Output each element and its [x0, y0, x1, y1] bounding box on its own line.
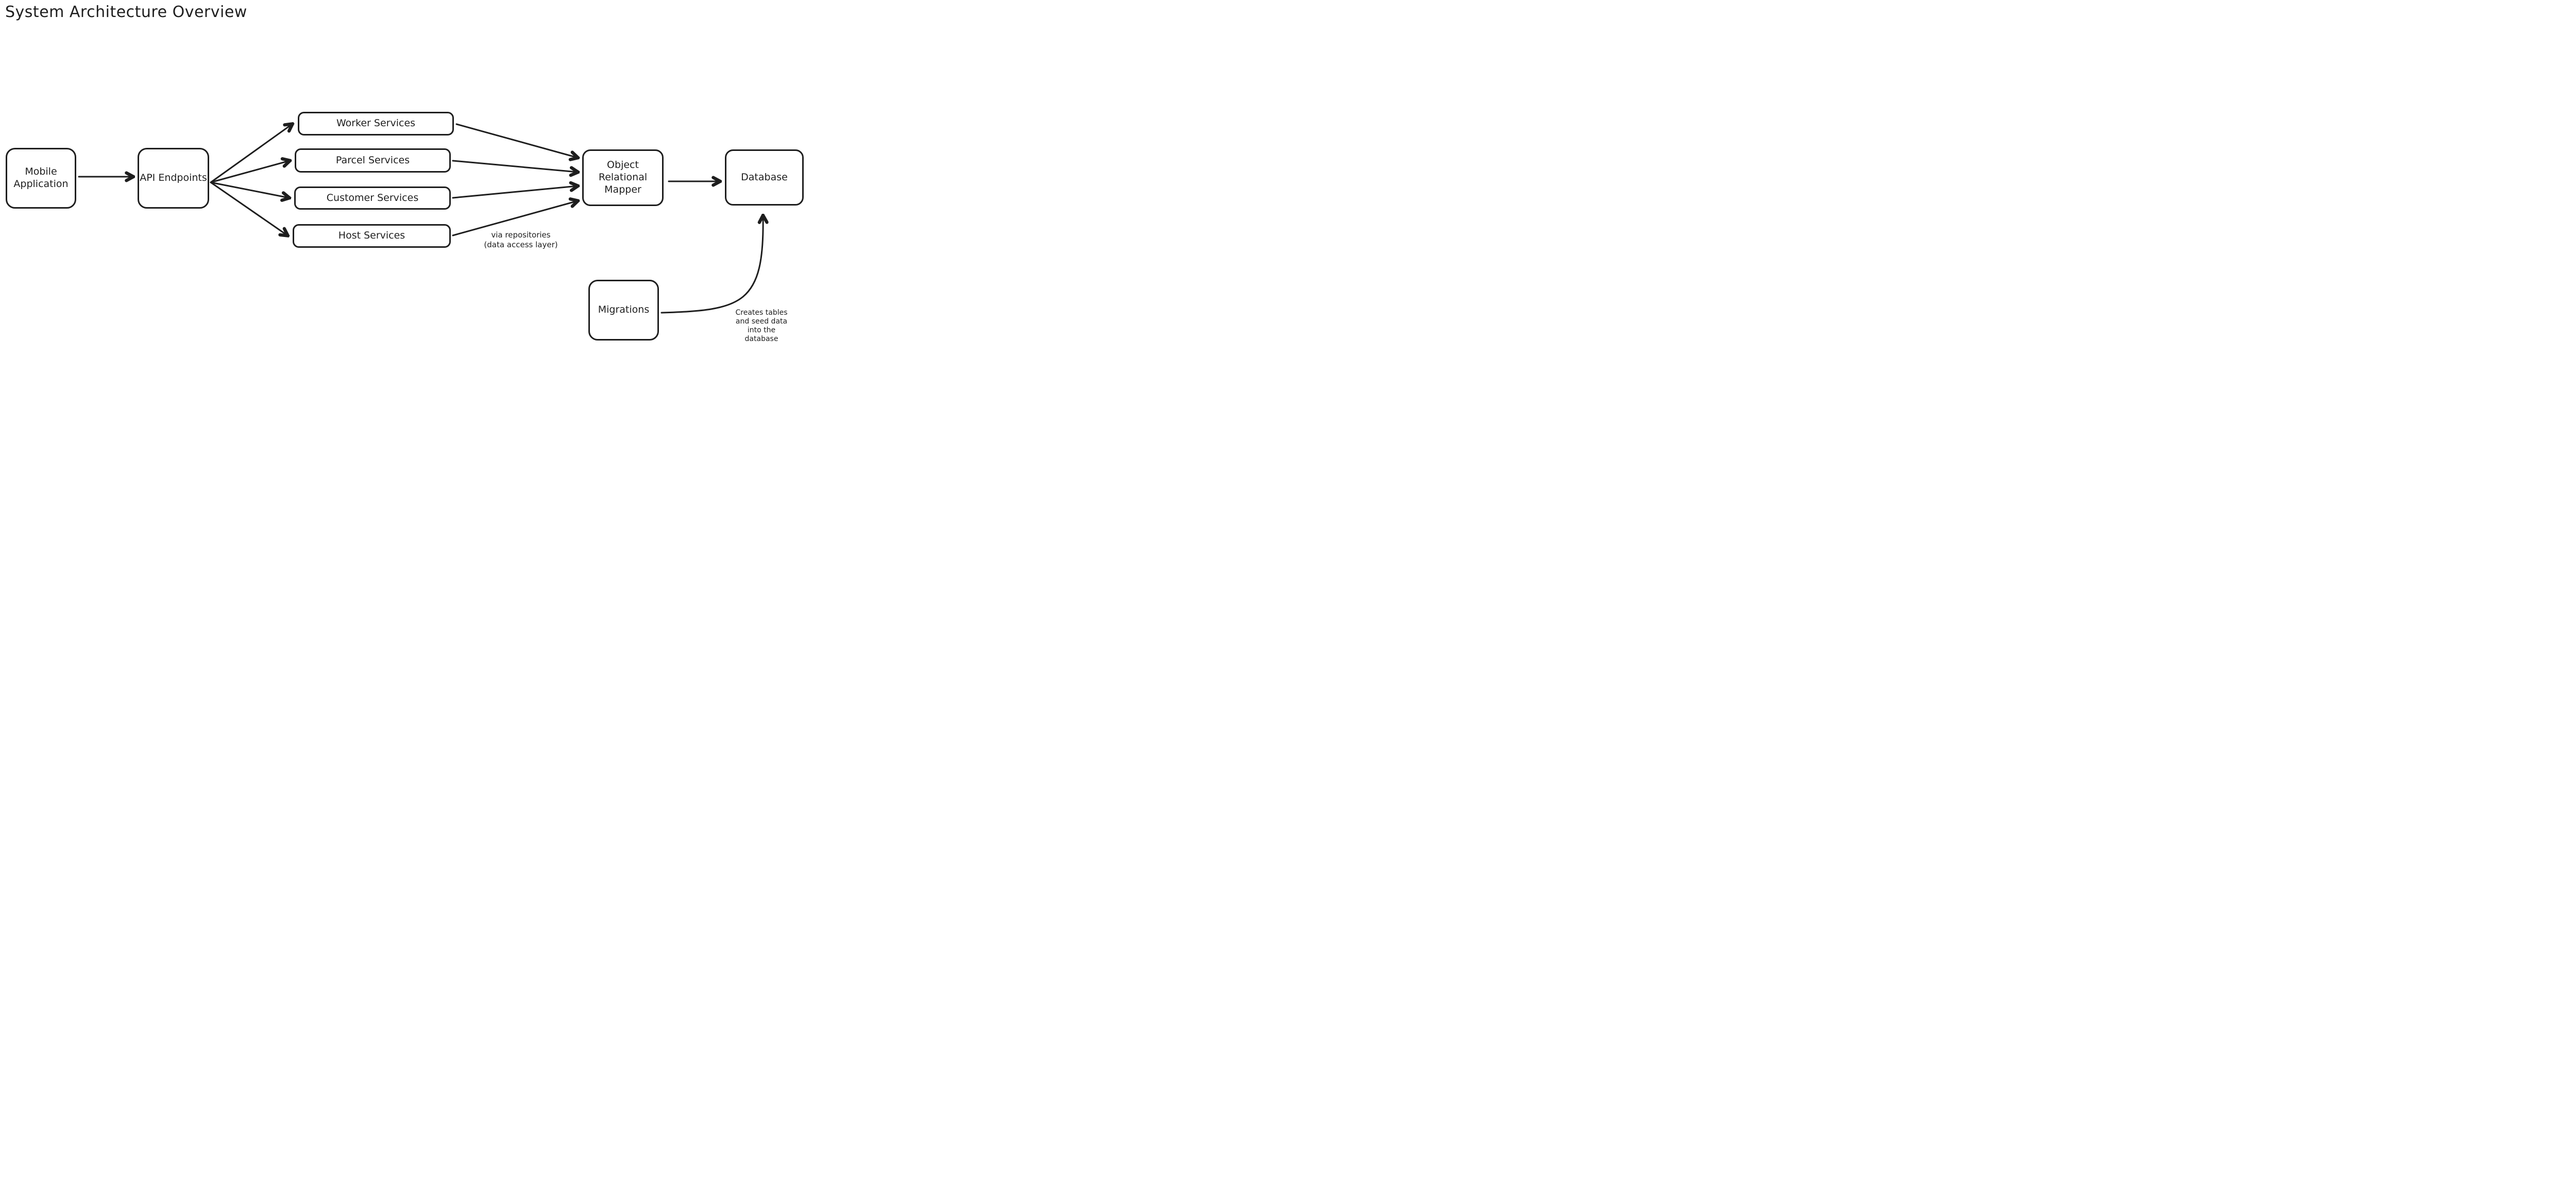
arrow-api-to-parcel: [210, 161, 290, 183]
diagram-canvas: System Architecture Overview Mobile Appl…: [0, 0, 808, 348]
node-customer-services-label: Customer Services: [326, 192, 419, 203]
node-migrations-label: Migrations: [598, 304, 650, 316]
arrow-api-to-host: [210, 181, 287, 235]
annotation-creates-tables: Creates tables and seed data into the da…: [735, 309, 788, 343]
node-api-endpoints: API Endpoints: [138, 148, 209, 209]
arrow-api-to-worker: [210, 124, 292, 183]
node-database: Database: [725, 149, 804, 206]
node-migrations: Migrations: [588, 280, 659, 341]
node-database-label: Database: [741, 171, 788, 183]
annotation-via-repositories: via repositories (data access layer): [484, 230, 558, 249]
node-host-services: Host Services: [293, 224, 451, 248]
node-object-relational-mapper-label: Object Relational Mapper: [598, 159, 648, 195]
node-host-services-label: Host Services: [338, 230, 405, 242]
arrow-worker-to-orm: [455, 123, 578, 158]
node-api-endpoints-label: API Endpoints: [140, 172, 207, 184]
arrow-parcel-to-orm: [452, 160, 578, 172]
arrows-layer: [78, 0, 808, 314]
arrow-api-to-customer: [210, 181, 289, 198]
node-mobile-application: Mobile Application: [6, 148, 76, 209]
node-mobile-application-label: Mobile Application: [13, 166, 69, 190]
node-customer-services: Customer Services: [294, 186, 451, 210]
node-parcel-services: Parcel Services: [295, 148, 451, 173]
node-worker-services-label: Worker Services: [336, 117, 416, 129]
arrow-migrations-to-database: [660, 216, 763, 314]
page-title: System Architecture Overview: [5, 3, 247, 21]
node-worker-services: Worker Services: [298, 112, 454, 135]
node-object-relational-mapper: Object Relational Mapper: [582, 149, 664, 206]
arrow-customer-to-orm: [452, 186, 578, 199]
node-parcel-services-label: Parcel Services: [335, 154, 410, 166]
